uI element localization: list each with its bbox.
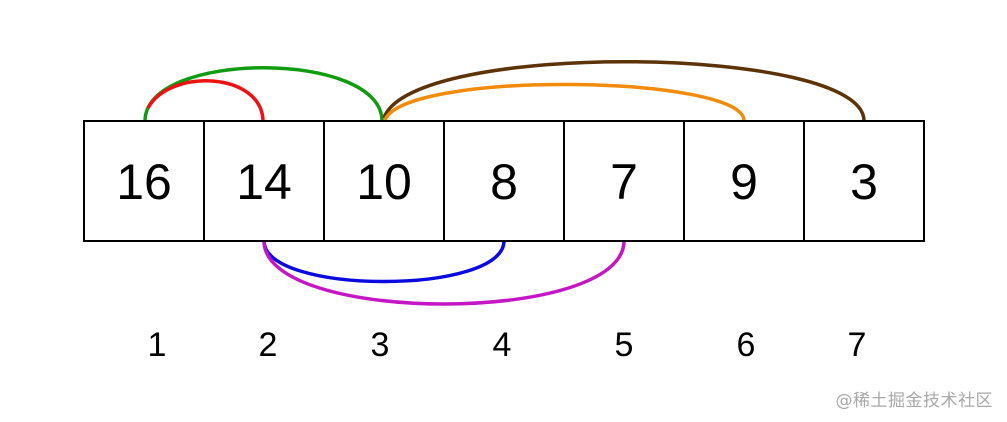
array-cells	[83, 120, 925, 242]
cell-value: 7	[610, 154, 638, 210]
index-label: 6	[737, 326, 756, 364]
index-label: 5	[615, 326, 634, 364]
cell-value: 8	[490, 154, 518, 210]
index-label: 1	[148, 326, 167, 364]
cell-value: 14	[236, 154, 292, 210]
cell-value: 3	[850, 154, 878, 210]
index-label: 7	[848, 326, 867, 364]
arc-2-4	[262, 240, 506, 284]
watermark: @稀土掘金技术社区	[835, 391, 993, 411]
arc-1-2	[146, 79, 265, 122]
index-label: 2	[259, 326, 278, 364]
index-label: 4	[493, 326, 512, 364]
cell-value: 10	[356, 154, 412, 210]
arc-3-7	[382, 59, 866, 122]
arc-2-5	[262, 240, 626, 306]
cell-value: 16	[116, 154, 172, 210]
arc-3-6	[383, 82, 746, 122]
cell-value: 9	[730, 154, 758, 210]
array-cell	[803, 120, 925, 242]
index-label: 3	[371, 326, 390, 364]
